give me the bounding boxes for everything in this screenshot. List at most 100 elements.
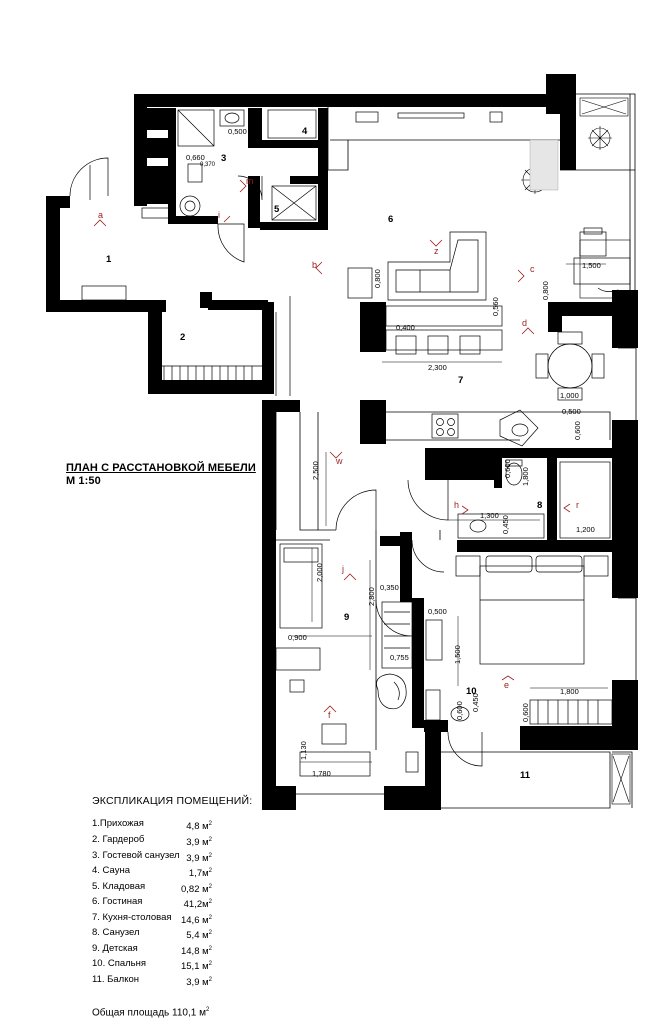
drawing-title: ПЛАН С РАССТАНОВКОЙ МЕБЕЛИ М 1:50 [66, 462, 256, 488]
dim-label: 0,350 [380, 583, 399, 592]
total-area-unit: 2 [205, 1006, 210, 1013]
legend-room-name: 3. Гостевой санузел [92, 849, 180, 861]
view-marker: i [218, 210, 220, 220]
view-marker: b [312, 260, 317, 270]
total-area: Общая площадь 110,1 м [92, 1006, 206, 1018]
view-marker: f [328, 710, 331, 720]
legend-area-unit: 2 [208, 868, 212, 875]
plan-title: ПЛАН С РАССТАНОВКОЙ МЕБЕЛИ [66, 462, 256, 474]
dim-label: 0,560 [491, 297, 500, 316]
view-marker: j [341, 564, 344, 574]
dim-label: 0,900 [288, 633, 307, 642]
room-numbers: 1 2 3 4 5 6 7 8 9 10 11 [106, 126, 542, 781]
legend-area-unit: 2 [208, 945, 212, 952]
legend-area-value: 0,82 м [180, 883, 209, 895]
legend-area-value: 1,7м [188, 868, 209, 880]
room-number: 6 [388, 214, 393, 225]
dim-label: 0,450 [501, 515, 510, 534]
dim-label: 0,660 [186, 153, 205, 162]
view-marker: e [504, 680, 509, 690]
legend-room-area: 41,2м2 [184, 896, 212, 912]
legend-area-unit: 2 [208, 836, 212, 843]
dim-label: 1,000 [560, 391, 579, 400]
legend-area-value: 3,9 м [186, 852, 209, 864]
legend-room-name: 5. Кладовая [92, 880, 146, 892]
legend-item: 8. Санузел 5,4 м2 [92, 927, 212, 943]
view-marker: m [246, 176, 254, 186]
dim-label: 2,800 [367, 587, 376, 606]
dim-label: 0,450 [471, 693, 480, 712]
legend-item: 3. Гостевой санузел 3,9 м2 [92, 850, 212, 866]
legend-area-unit: 2 [208, 821, 212, 828]
dim-label: 1,800 [521, 467, 530, 486]
balcony-s [611, 753, 631, 805]
legend-area-value: 3,9 м [186, 837, 209, 849]
legend-room-name: 7. Кухня-столовая [92, 911, 172, 923]
view-markers: a m i z b c d w h r j e f [98, 176, 579, 720]
legend-area-value: 15,1 м [180, 961, 209, 973]
legend-room-area: 5,4 м2 [186, 927, 212, 943]
view-marker: r [576, 500, 579, 510]
dim-label: 0,600 [521, 703, 530, 722]
dim-label: 1,500 [582, 261, 601, 270]
room-number: 11 [520, 770, 531, 781]
legend-area-value: 5,4 м [186, 930, 209, 942]
legend-area-value: 41,2м [183, 899, 209, 911]
legend-room-name: 4. Сауна [92, 865, 130, 877]
legend-room-name: 8. Санузел [92, 927, 140, 939]
dim-label: 0,600 [573, 421, 582, 440]
dim-label: 0,800 [541, 281, 550, 300]
dim-label: 1,200 [576, 525, 595, 534]
doors [69, 157, 483, 767]
view-marker-chevrons [93, 179, 571, 713]
legend-area-value: 3,9 м [186, 977, 209, 989]
dim-label: 0,500 [428, 607, 447, 616]
room-number: 10 [466, 686, 477, 697]
legend-area-unit: 2 [208, 852, 212, 859]
legend-room-name: 10. Спальня [92, 958, 147, 970]
legend-room-area: 3,9 м2 [186, 834, 212, 850]
planter [529, 139, 559, 191]
dim-label: 0,400 [396, 323, 415, 332]
view-marker: c [530, 264, 535, 274]
dim-label: 1,130 [299, 741, 308, 760]
legend-total: Общая площадь 110,1 м2 [92, 1004, 252, 1019]
legend-heading: ЭКСПЛИКАЦИЯ ПОМЕЩЕНИЙ: [92, 795, 253, 807]
legend-item: 4. Сауна 1,7м2 [92, 865, 212, 881]
legend-area-unit: 2 [208, 899, 212, 906]
legend-room-area: 0,82 м2 [181, 881, 212, 897]
legend-room-name: 11. Балкон [92, 974, 139, 986]
room-number: 4 [302, 126, 308, 137]
dim-label: 0,755 [390, 653, 409, 662]
legend-room-name: 2. Гардероб [92, 833, 145, 845]
legend-area-value: 14,8 м [180, 946, 209, 958]
room-number: 9 [344, 612, 349, 623]
legend-area-unit: 2 [208, 930, 212, 937]
dimension-labels: 0,500 0,660 0,370 1,500 0,800 0,800 0,56… [186, 127, 601, 778]
room-number: 8 [537, 500, 542, 511]
room-number: 7 [458, 375, 463, 386]
room-number: 5 [274, 204, 280, 215]
partitions [275, 93, 637, 809]
view-marker: z [434, 246, 439, 256]
dim-label: 0,800 [373, 269, 382, 288]
legend-area-unit: 2 [208, 977, 212, 984]
legend-area-value: 4,8 м [186, 821, 209, 833]
room-number: 2 [180, 332, 185, 343]
floor-plan: 0,500 0,660 0,370 1,500 0,800 0,800 0,56… [46, 74, 638, 810]
legend-area-unit: 2 [208, 914, 212, 921]
legend-item: 11. Балкон 3,9 м2 [92, 974, 212, 990]
legend-item: 5. Кладовая 0,82 м2 [92, 881, 212, 897]
room-number: 3 [221, 153, 226, 164]
room-number: 1 [106, 254, 112, 265]
dim-label: 0,600 [503, 459, 512, 478]
legend-room-area: 1,7м2 [189, 865, 212, 881]
legend-room-area: 3,9 м2 [186, 974, 212, 990]
dim-label: 2,000 [315, 563, 324, 582]
